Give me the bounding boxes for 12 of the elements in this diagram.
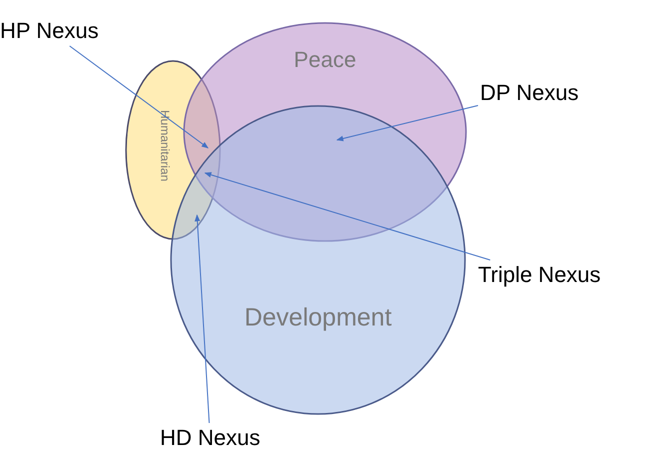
leader-line — [194, 214, 210, 424]
leader-line — [204, 172, 491, 260]
set-label: Peace — [294, 47, 356, 73]
set-label: Development — [244, 304, 392, 332]
nexus-label: HP Nexus — [0, 18, 99, 44]
nexus-label: HD Nexus — [160, 425, 260, 451]
nexus-label: DP Nexus — [480, 80, 579, 106]
leader-line — [69, 46, 209, 148]
set-label: Humanitarian — [158, 110, 172, 182]
set-ellipse — [170, 105, 466, 415]
nexus-label: Triple Nexus — [478, 262, 601, 288]
leader-line — [336, 105, 478, 142]
